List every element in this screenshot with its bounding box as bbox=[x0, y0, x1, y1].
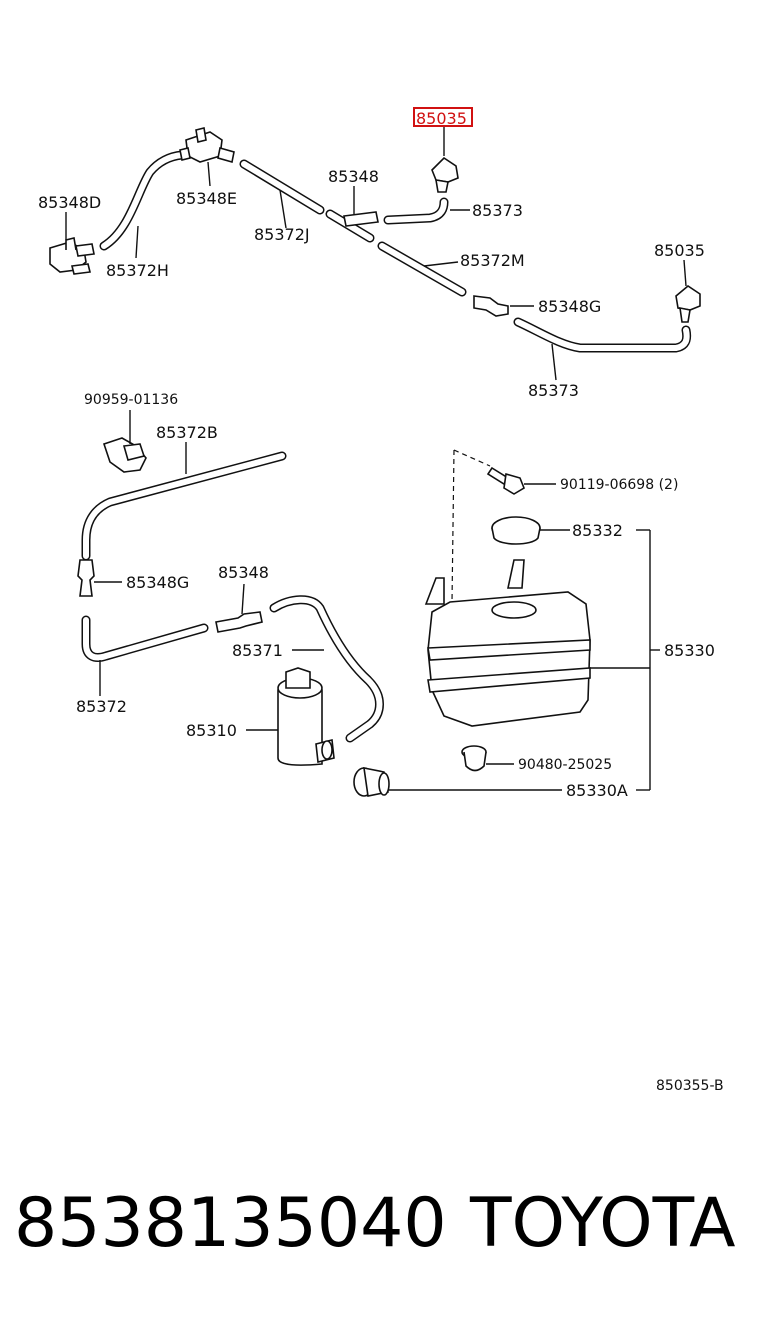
connector-85348G-top bbox=[473, 295, 509, 317]
label-90119-06698: 90119-06698 (2) bbox=[560, 477, 678, 493]
hose-85372B bbox=[81, 451, 287, 561]
hose-85372H bbox=[99, 150, 187, 251]
label-85035-right: 85035 bbox=[654, 241, 705, 260]
leader-lines bbox=[65, 126, 687, 791]
label-85035-highlight: 85035 bbox=[416, 109, 467, 128]
label-85371: 85371 bbox=[232, 641, 283, 660]
hose-85373-top bbox=[383, 197, 449, 225]
hose-85372 bbox=[81, 615, 209, 662]
label-85348-top: 85348 bbox=[328, 167, 379, 186]
label-85348D: 85348D bbox=[38, 193, 101, 212]
label-85348G-left: 85348G bbox=[126, 573, 189, 592]
hose-85372M bbox=[377, 241, 467, 297]
hose-85371 bbox=[269, 595, 384, 743]
connector-85348G-left bbox=[77, 559, 95, 597]
label-90959-01136: 90959-01136 bbox=[84, 392, 178, 408]
label-85348G-top: 85348G bbox=[538, 297, 601, 316]
washer-pump-85310 bbox=[277, 667, 335, 766]
hose-85373-bottom bbox=[513, 317, 692, 353]
label-85373-bottom: 85373 bbox=[528, 381, 579, 400]
grommet-90480-25025 bbox=[461, 745, 487, 772]
tank-cap-85332 bbox=[491, 516, 541, 545]
label-85330: 85330 bbox=[664, 641, 715, 660]
label-85372J: 85372J bbox=[254, 225, 310, 244]
washer-tank-85330 bbox=[424, 449, 591, 727]
hose-85372J bbox=[239, 159, 325, 215]
part-number: 8538135040 bbox=[14, 1184, 447, 1263]
tee-85348E bbox=[179, 127, 235, 164]
label-85348-mid: 85348 bbox=[218, 563, 269, 582]
label-85348E: 85348E bbox=[176, 189, 237, 208]
label-85372H: 85372H bbox=[106, 261, 169, 280]
highlight-box bbox=[413, 107, 473, 127]
figure-code: 850355-B bbox=[656, 1078, 724, 1094]
connector-85348-mid bbox=[215, 611, 263, 633]
grommet-85330A bbox=[353, 766, 390, 797]
clip-90959-01136 bbox=[102, 437, 147, 473]
nozzle-85035-right bbox=[675, 285, 701, 323]
label-85310: 85310 bbox=[186, 721, 237, 740]
label-90480-25025: 90480-25025 bbox=[518, 757, 612, 773]
brand-name: TOYOTA bbox=[470, 1184, 736, 1263]
label-85373-top: 85373 bbox=[472, 201, 523, 220]
label-85332: 85332 bbox=[572, 521, 623, 540]
bolt-90119-06698 bbox=[486, 466, 525, 495]
label-85372B: 85372B bbox=[156, 423, 218, 442]
label-85330A: 85330A bbox=[566, 781, 628, 800]
clip-85348D bbox=[49, 237, 95, 275]
label-85372: 85372 bbox=[76, 697, 127, 716]
label-85372M: 85372M bbox=[460, 251, 525, 270]
connector-85348-top bbox=[325, 209, 379, 243]
nozzle-85035-highlighted bbox=[431, 156, 459, 193]
